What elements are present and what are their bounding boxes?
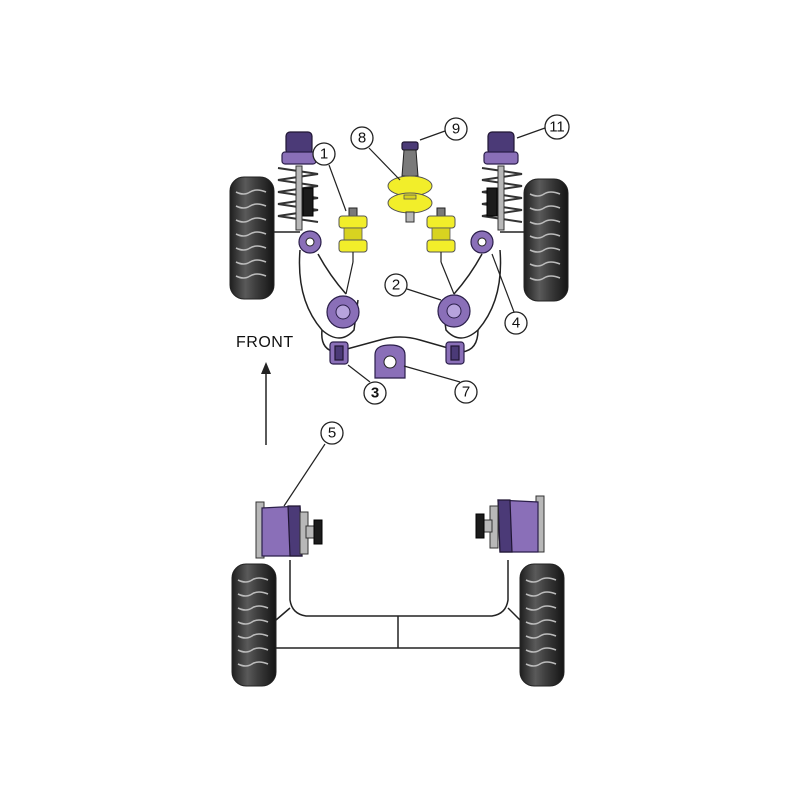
front-left-tyre bbox=[229, 176, 275, 300]
rear-left-tyre bbox=[231, 563, 277, 687]
rear-right-tyre bbox=[519, 563, 565, 687]
rear-bush-right bbox=[475, 495, 545, 553]
front-axle bbox=[229, 131, 569, 379]
callout-7-label: 7 bbox=[462, 384, 470, 401]
front-indicator: FRONT bbox=[236, 334, 294, 445]
callout-8: 8 bbox=[350, 126, 374, 150]
callout-2: 2 bbox=[384, 273, 408, 297]
callout-3-label: 3 bbox=[371, 385, 379, 402]
callout-11: 11 bbox=[544, 114, 570, 140]
rear-bush-left bbox=[255, 501, 323, 559]
callout-7: 7 bbox=[454, 380, 478, 404]
callout-5: 5 bbox=[320, 421, 344, 445]
callout-8-label: 8 bbox=[358, 130, 366, 147]
front-right-strut bbox=[470, 131, 523, 254]
callout-4: 4 bbox=[504, 311, 528, 335]
front-label: FRONT bbox=[236, 334, 294, 351]
callout-5-label: 5 bbox=[328, 425, 336, 442]
callout-3: 3 bbox=[363, 381, 387, 405]
callout-leaders bbox=[283, 127, 546, 507]
callout-11-label: 11 bbox=[549, 119, 565, 136]
front-anti-roll-bar bbox=[321, 329, 479, 379]
callout-9: 9 bbox=[444, 117, 468, 141]
callout-1-label: 1 bbox=[320, 146, 328, 163]
callout-9-label: 9 bbox=[452, 121, 460, 138]
yellow-mount-right bbox=[426, 207, 456, 262]
front-wishbones bbox=[298, 249, 502, 339]
front-right-tyre bbox=[523, 178, 569, 302]
rear-axle bbox=[231, 495, 565, 687]
engine-mount bbox=[387, 141, 433, 223]
callout-4-label: 4 bbox=[512, 315, 520, 332]
yellow-mount-left bbox=[338, 207, 368, 262]
callout-1: 1 bbox=[312, 142, 336, 166]
front-left-strut bbox=[277, 131, 322, 254]
callout-2-label: 2 bbox=[392, 277, 400, 294]
